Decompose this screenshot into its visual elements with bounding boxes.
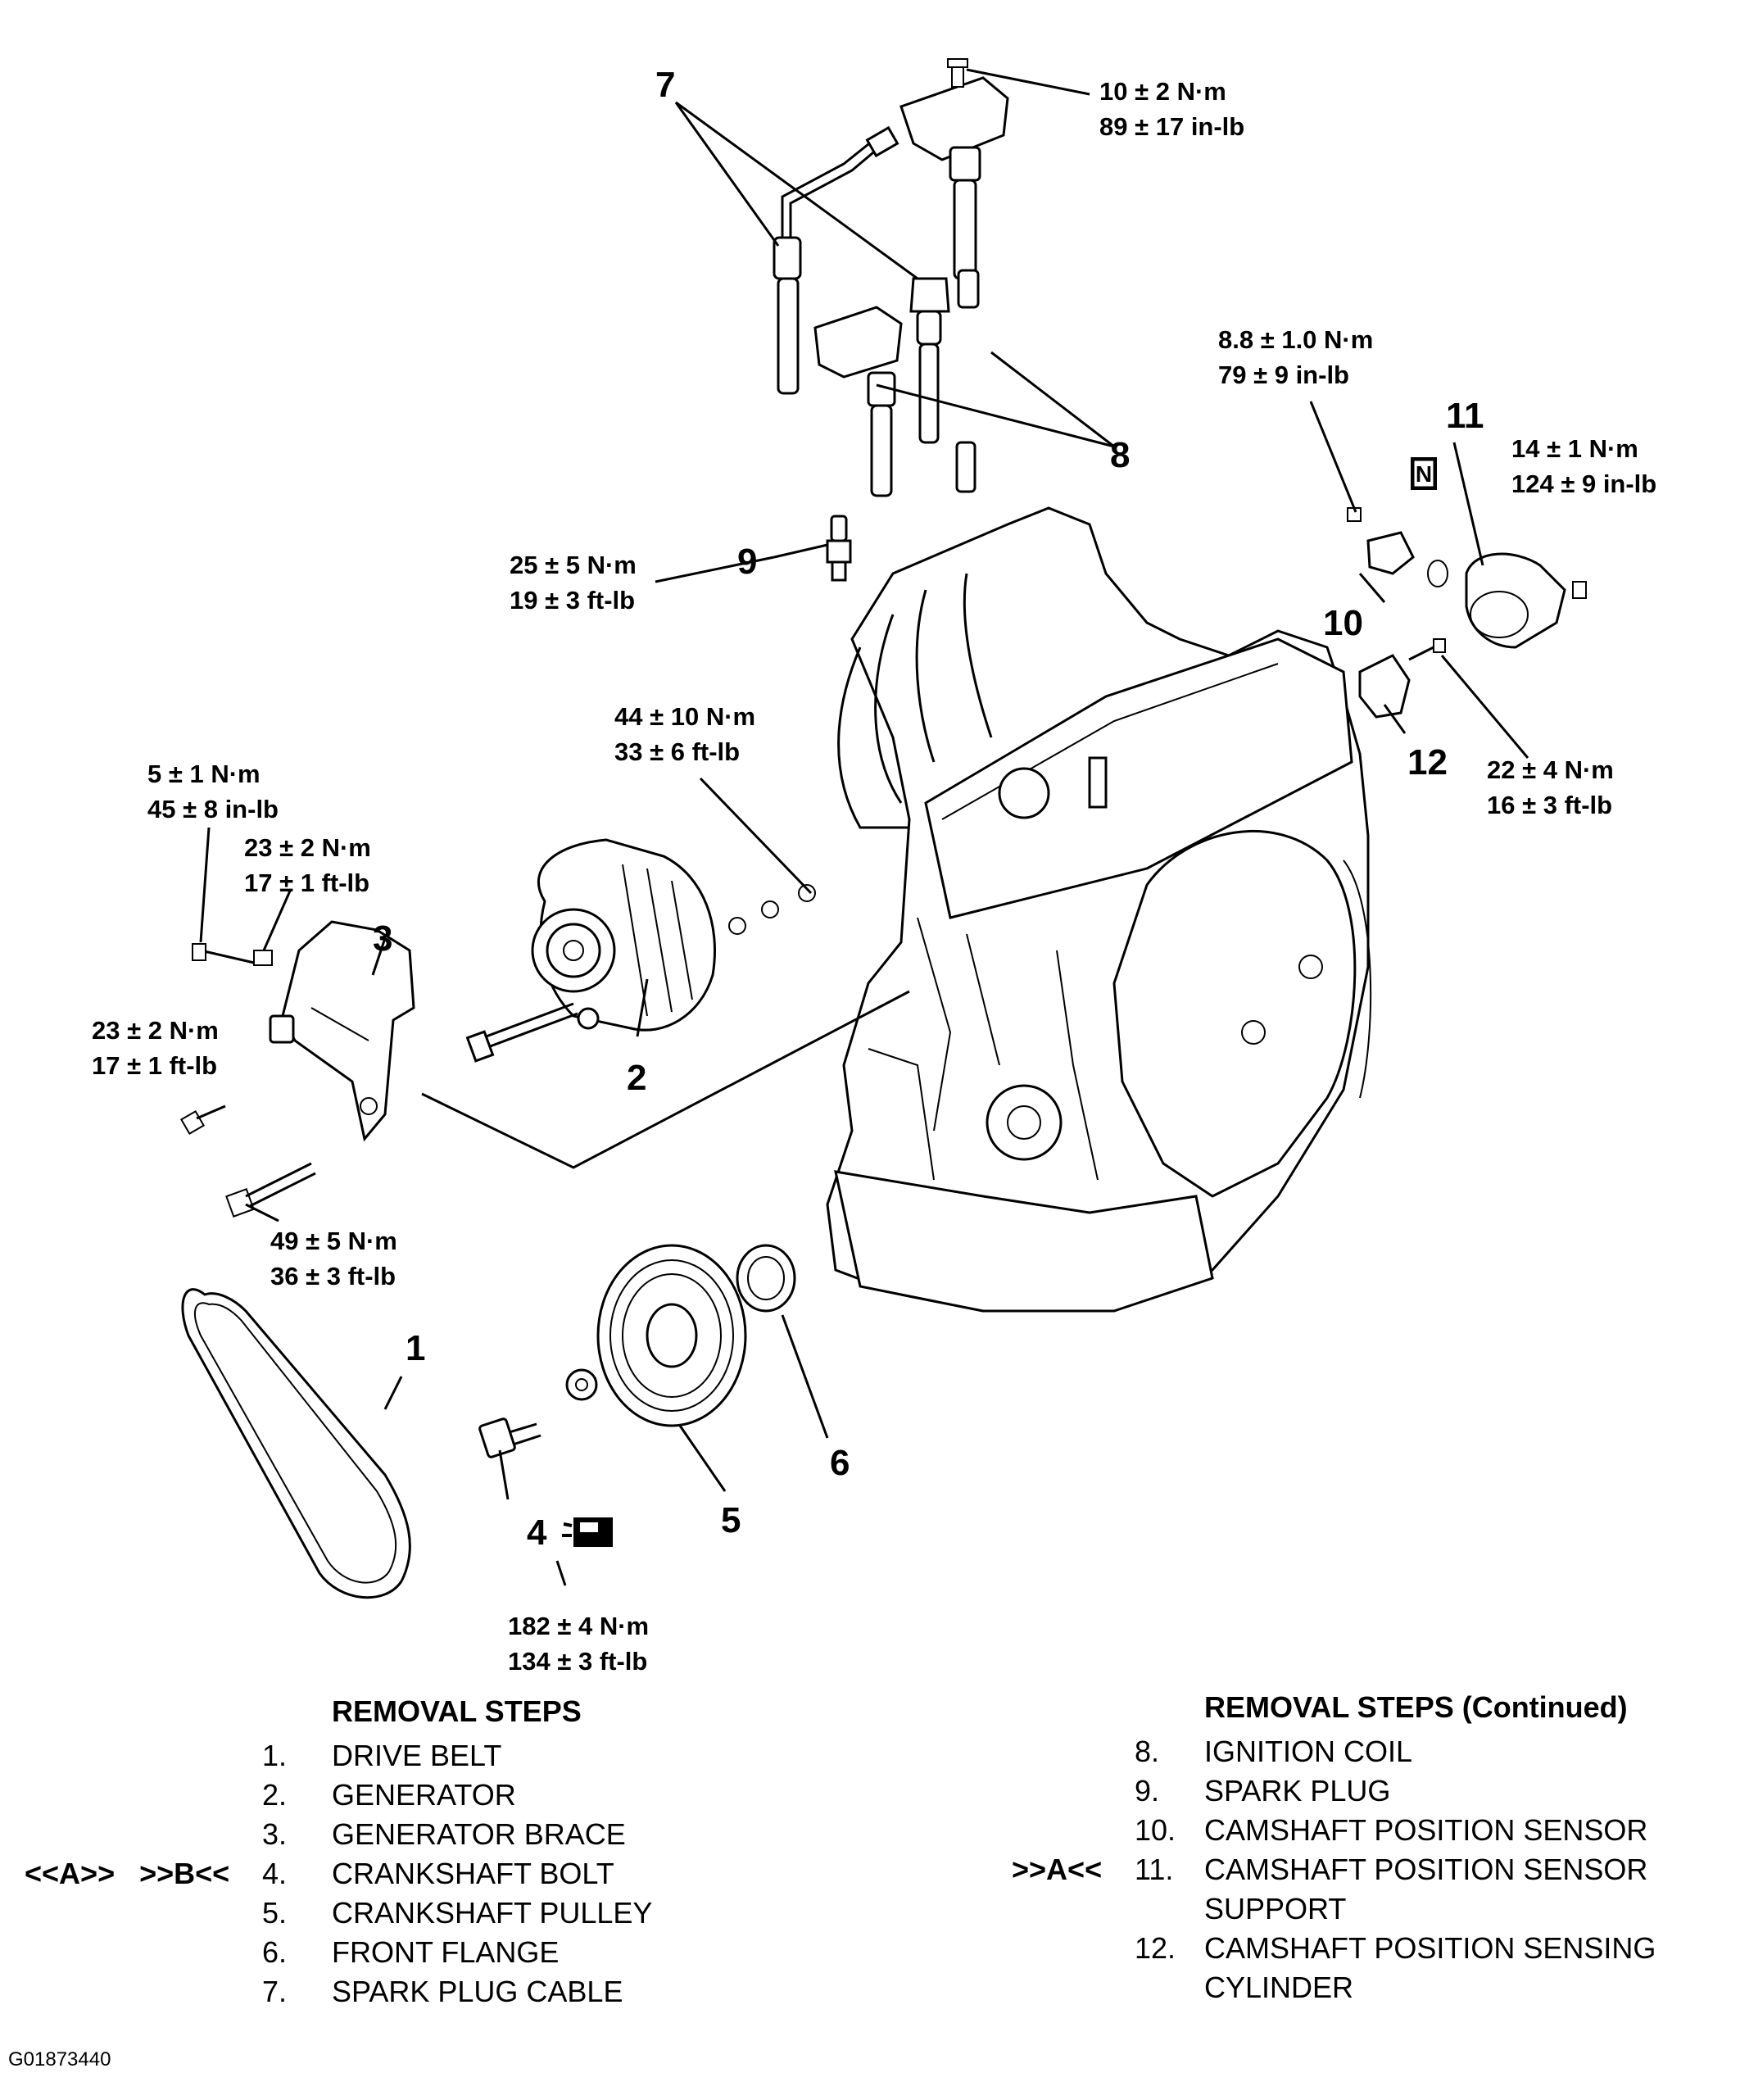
torque-support-bolt: 14 ± 1 N·m 124 ± 9 in-lb: [1511, 434, 1656, 498]
crankshaft-bolt-part: [478, 1417, 541, 1458]
coil-bolt: [947, 58, 968, 88]
torque-brace-bolt-mid: 23 ± 2 N·m 17 ± 1 ft-lb: [244, 833, 371, 897]
removal-step: CYLINDER: [1204, 1971, 1354, 2004]
removal-step: 1. DRIVE BELT: [262, 1739, 502, 1772]
callout-10: 10: [1323, 603, 1363, 643]
torque-generator-nut: 44 ± 10 N·m 33 ± 6 ft-lb: [614, 702, 755, 766]
svg-text:19 ± 3 ft-lb: 19 ± 3 ft-lb: [510, 586, 635, 615]
camshaft-position-sensor-part: [1347, 507, 1415, 575]
svg-text:44 ± 10 N·m: 44 ± 10 N·m: [614, 702, 755, 731]
removal-step: 5. CRANKSHAFT PULLEY: [262, 1896, 653, 1930]
torque-coil-bolt: 10 ± 2 N·m 89 ± 17 in-lb: [1099, 77, 1244, 141]
removal-step: 3. GENERATOR BRACE: [262, 1817, 626, 1851]
callout-5: 5: [721, 1500, 741, 1540]
removal-step: 10. CAMSHAFT POSITION SENSOR: [1135, 1813, 1648, 1847]
removal-steps-continued-heading: REMOVAL STEPS (Continued): [1204, 1690, 1628, 1724]
new-part-symbol-text: N: [1416, 461, 1432, 487]
removal-step: SUPPORT: [1204, 1892, 1347, 1925]
torque-crank-bolt: 182 ± 4 N·m 134 ± 3 ft-lb: [508, 1612, 649, 1676]
removal-step: 8. IGNITION COIL: [1135, 1735, 1413, 1768]
svg-text:25 ± 5 N·m: 25 ± 5 N·m: [510, 551, 637, 579]
spark-plug-part: [826, 515, 852, 582]
svg-text:33 ± 6 ft-lb: 33 ± 6 ft-lb: [614, 737, 740, 766]
svg-text:124 ± 9 in-lb: 124 ± 9 in-lb: [1511, 469, 1656, 498]
removal-step: 7. SPARK PLUG CABLE: [262, 1975, 623, 2008]
callout-1: 1: [406, 1328, 425, 1368]
generator-through-bolt: [465, 1002, 578, 1063]
removal-step: 9. SPARK PLUG: [1135, 1774, 1391, 1807]
svg-text:22 ± 4 N·m: 22 ± 4 N·m: [1487, 755, 1614, 784]
torque-cylinder-bolt: 22 ± 4 N·m 16 ± 3 ft-lb: [1487, 755, 1614, 819]
removal-step: >>A<< 11. CAMSHAFT POSITION SENSOR: [1012, 1853, 1648, 1886]
svg-text:182 ± 4 N·m: 182 ± 4 N·m: [508, 1612, 649, 1640]
front-flange-part: [736, 1244, 796, 1313]
svg-text:17 ± 1 ft-lb: 17 ± 1 ft-lb: [92, 1051, 217, 1080]
svg-text:10 ± 2 N·m: 10 ± 2 N·m: [1099, 77, 1226, 106]
callout-6: 6: [830, 1443, 850, 1483]
crankshaft-pulley-part: [565, 1244, 747, 1427]
camshaft-position-sensing-cylinder-part: [1358, 638, 1446, 719]
leader-lines: [199, 68, 1529, 1586]
svg-text:23 ± 2 N·m: 23 ± 2 N·m: [244, 833, 371, 862]
svg-text:134 ± 3 ft-lb: 134 ± 3 ft-lb: [508, 1647, 647, 1676]
callout-12: 12: [1407, 742, 1448, 782]
removal-step: <<A>> >>B<< 4. CRANKSHAFT BOLT: [25, 1857, 614, 1890]
svg-text:17 ± 1 ft-lb: 17 ± 1 ft-lb: [244, 869, 369, 897]
callout-7: 7: [655, 65, 675, 105]
brace-bolts: [179, 943, 316, 1218]
torque-brace-bolt-top: 5 ± 1 N·m 45 ± 8 in-lb: [147, 760, 279, 823]
removal-step: 12. CAMSHAFT POSITION SENSING: [1135, 1931, 1656, 1965]
callout-8: 8: [1110, 435, 1130, 475]
removal-steps-continued: REMOVAL STEPS (Continued) 8. IGNITION CO…: [1012, 1688, 1729, 2007]
removal-step: 6. FRONT FLANGE: [262, 1935, 560, 1969]
removal-step: 2. GENERATOR: [262, 1778, 516, 1812]
figure-id: G01873440: [8, 2048, 111, 2071]
svg-text:45 ± 8 in-lb: 45 ± 8 in-lb: [147, 795, 279, 823]
generator-part: [531, 838, 816, 1032]
callout-4: 4: [527, 1513, 547, 1553]
svg-text:5 ± 1 N·m: 5 ± 1 N·m: [147, 760, 261, 788]
new-part-symbol: N: [1411, 457, 1437, 490]
svg-text:36 ± 3 ft-lb: 36 ± 3 ft-lb: [270, 1262, 396, 1290]
torque-spark-plug: 25 ± 5 N·m 19 ± 3 ft-lb: [510, 551, 637, 615]
callout-3: 3: [373, 918, 392, 959]
engine-assembly: [826, 506, 1372, 1313]
callout-2: 2: [627, 1058, 646, 1098]
torque-brace-bolt-long: 49 ± 5 N·m 36 ± 3 ft-lb: [270, 1227, 397, 1290]
svg-text:14 ± 1 N·m: 14 ± 1 N·m: [1511, 434, 1638, 463]
callout-11: 11: [1446, 396, 1484, 436]
generator-brace-part: [269, 920, 415, 1142]
svg-text:49 ± 5 N·m: 49 ± 5 N·m: [270, 1227, 397, 1255]
camshaft-position-sensor-support-part: [1427, 552, 1587, 649]
removal-steps-heading: REMOVAL STEPS: [332, 1694, 582, 1728]
callout-9: 9: [737, 542, 757, 582]
torque-brace-bolt-left: 23 ± 2 N·m 17 ± 1 ft-lb: [92, 1016, 219, 1080]
svg-text:89 ± 17 in-lb: 89 ± 17 in-lb: [1099, 112, 1244, 141]
drive-belt-part: [181, 1288, 411, 1599]
removal-steps: REMOVAL STEPS 1. DRIVE BELT 2. GENERATOR…: [25, 1692, 762, 2012]
svg-text:23 ± 2 N·m: 23 ± 2 N·m: [92, 1016, 219, 1045]
ignition-coil-part: [813, 76, 1009, 497]
svg-text:16 ± 3 ft-lb: 16 ± 3 ft-lb: [1487, 791, 1612, 819]
torque-sensor-bolt: 8.8 ± 1.0 N·m 79 ± 9 in-lb: [1218, 325, 1373, 389]
spark-plug-cable-part: [773, 125, 950, 444]
svg-text:8.8 ± 1.0 N·m: 8.8 ± 1.0 N·m: [1218, 325, 1373, 354]
svg-text:79 ± 9 in-lb: 79 ± 9 in-lb: [1218, 361, 1349, 389]
socket-wrench-icon: [562, 1517, 613, 1547]
